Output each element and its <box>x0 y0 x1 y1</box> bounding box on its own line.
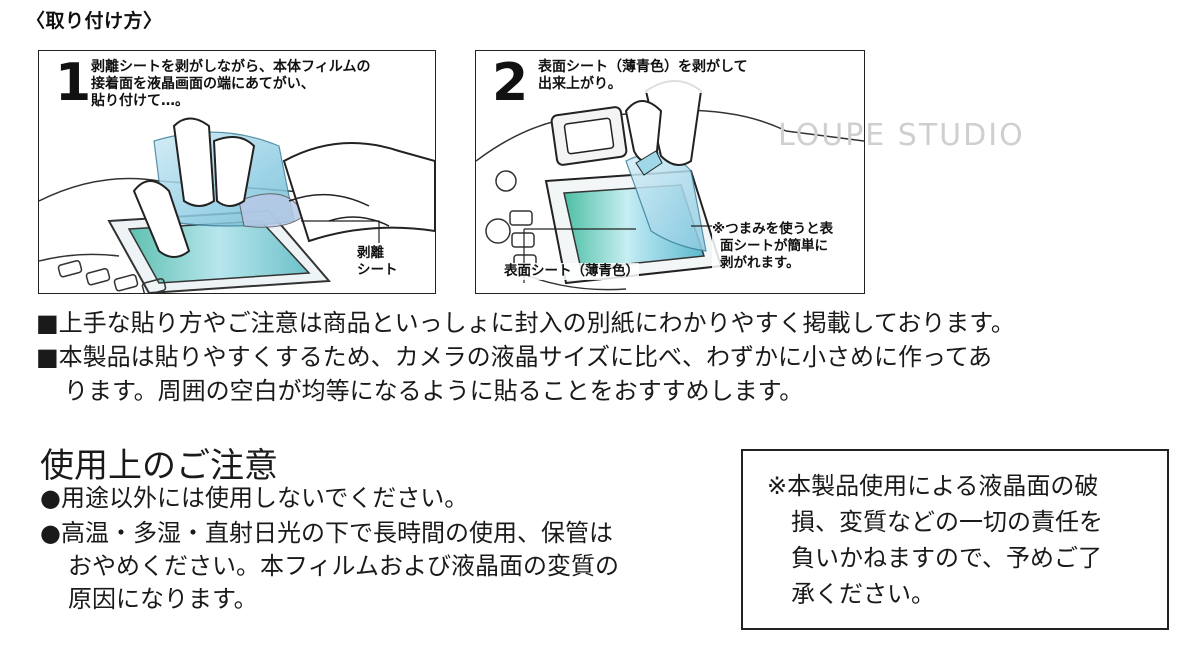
step-1-line-2: 接着面を液晶画面の端にあてがい、 <box>91 76 315 92</box>
surface-sheet-label: 表面シート（薄青色） <box>504 263 639 280</box>
caution-2: ●高温・多湿・直射日光の下で長時間の使用、保管は おやめください。本フィルムおよ… <box>40 517 619 616</box>
step-1-number: 1 <box>55 53 92 113</box>
step-2-panel: 2 表面シート（薄青色）を剥がして 出来上がり。 表面シート（薄青色） ※つまみ… <box>475 50 865 294</box>
notice-1-line-1: ■上手な貼り方やご注意は商品といっしょに封入の別紙にわかりやすく掲載しております… <box>36 309 1015 337</box>
disclaimer-line-3: 負いかねますので、予めご了 <box>791 544 1103 572</box>
disclaimer-box: ※本製品使用による液晶面の破 損、変質などの一切の責任を 負いかねますので、予め… <box>741 449 1169 630</box>
release-sheet-label-line-1: 剥離 <box>357 245 384 261</box>
step-2-instruction: 表面シート（薄青色）を剥がして 出来上がり。 <box>538 59 748 93</box>
release-sheet-label-line-2: シート <box>357 262 398 278</box>
step-2-illustration <box>476 80 864 291</box>
release-sheet-label: 剥離 シート <box>357 245 398 279</box>
step-1-line-3: 貼り付けて…。 <box>91 93 189 109</box>
step-2-line-1: 表面シート（薄青色）を剥がして <box>538 59 748 75</box>
caution-2-line-3: 原因になります。 <box>68 585 258 613</box>
notice-1: ■上手な貼り方やご注意は商品といっしょに封入の別紙にわかりやすく掲載しております… <box>36 306 1015 340</box>
caution-title: 使用上のご注意 <box>40 446 278 486</box>
notice-2-line-1: ■本製品は貼りやすくするため、カメラの液晶サイズに比べ、わずかに小さめに作ってあ <box>36 343 993 371</box>
notice-2-line-2: ります。周囲の空白が均等になるように貼ることをおすすめします。 <box>64 377 804 405</box>
step-1-panel: 1 剥離シートを剥がしながら、本体フィルムの 接着面を液晶画面の端にあてがい、 … <box>38 50 436 294</box>
tab-tip-line-1: ※つまみを使うと表 <box>712 221 834 237</box>
step-1-instruction: 剥離シートを剥がしながら、本体フィルムの 接着面を液晶画面の端にあてがい、 貼り… <box>91 59 371 110</box>
step-2-number: 2 <box>492 53 529 113</box>
disclaimer-line-1: ※本製品使用による液晶面の破 <box>767 472 1099 500</box>
disclaimer-line-2: 損、変質などの一切の責任を <box>791 508 1103 536</box>
disclaimer-line-4: 承ください。 <box>791 580 935 608</box>
step-1-illustration <box>39 117 435 293</box>
watermark: LOUPE STUDIO <box>778 118 1025 153</box>
tab-tip-note: ※つまみを使うと表 面シートが簡単に 剥がれます。 <box>712 221 834 272</box>
notice-2: ■本製品は貼りやすくするため、カメラの液晶サイズに比べ、わずかに小さめに作ってあ… <box>36 340 992 408</box>
caution-1: ●用途以外には使用しないでください。 <box>40 482 468 515</box>
caution-2-line-1: ●高温・多湿・直射日光の下で長時間の使用、保管は <box>40 519 613 547</box>
step-1-line-1: 剥離シートを剥がしながら、本体フィルムの <box>91 59 371 75</box>
tab-tip-line-3: 剥がれます。 <box>720 255 800 271</box>
tab-tip-line-2: 面シートが簡単に <box>720 238 828 254</box>
caution-1-line-1: ●用途以外には使用しないでください。 <box>40 484 469 512</box>
step-2-line-2: 出来上がり。 <box>538 76 622 92</box>
caution-2-line-2: おやめください。本フィルムおよび液晶面の変質の <box>68 552 620 580</box>
instructions-heading: 〈取り付け方〉 <box>26 10 163 32</box>
